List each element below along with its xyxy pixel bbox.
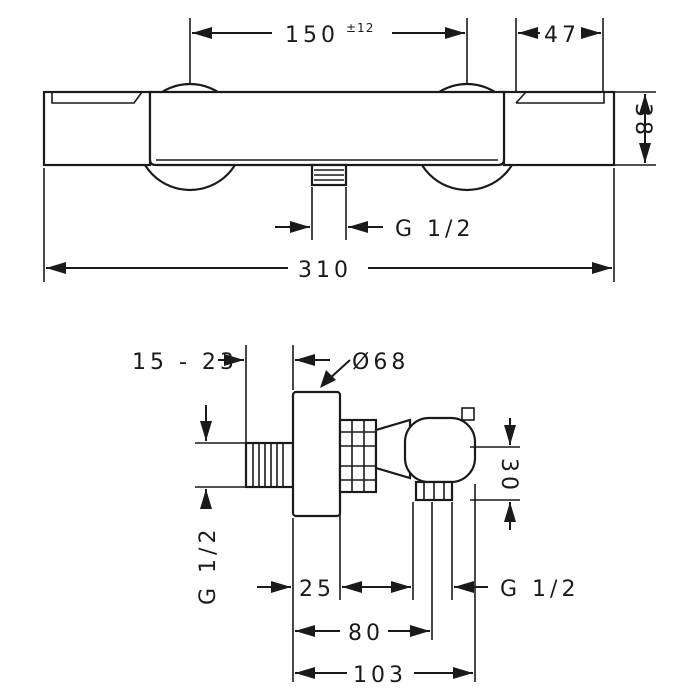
dim-150-label: 150 — [285, 23, 339, 48]
valve-body — [374, 418, 412, 480]
left-end-cap — [42, 90, 152, 167]
top-view: 150 ±12 47 38 G 1/2 310 — [42, 18, 656, 283]
right-end-cap — [502, 90, 616, 167]
dim-outlet-thread-side-label: G 1/2 — [500, 577, 579, 602]
dim-25-label: 25 — [299, 577, 335, 602]
dim-47-label: 47 — [544, 23, 580, 48]
dim-15-23-label: 15 - 23 — [132, 350, 238, 375]
wall-flange — [291, 390, 342, 518]
dim-38-label: 38 — [630, 103, 655, 139]
right-handle-bevel — [515, 91, 605, 104]
dim-inlet-thread-label: G 1/2 — [196, 526, 221, 605]
hex-nut — [338, 418, 378, 494]
valve-knob — [461, 407, 475, 421]
dim-150-tolerance: ±12 — [346, 21, 374, 35]
dim-80-label: 80 — [348, 621, 384, 646]
dim-310-label: 310 — [298, 258, 352, 283]
valve-head — [403, 416, 477, 484]
dim-outlet-thread-label: G 1/2 — [395, 217, 474, 242]
dim-30-label: 30 — [496, 458, 521, 494]
dim-flange-diameter-label: Ø68 — [352, 350, 409, 375]
side-view: 15 - 23 Ø68 G 1/2 30 25 — [132, 345, 579, 688]
inlet-thread — [244, 441, 295, 489]
mixer-body — [148, 90, 506, 167]
left-handle-bevel — [51, 91, 143, 104]
arrow-head — [192, 27, 212, 39]
dim-103-label: 103 — [353, 663, 407, 688]
arrow-head — [445, 27, 465, 39]
